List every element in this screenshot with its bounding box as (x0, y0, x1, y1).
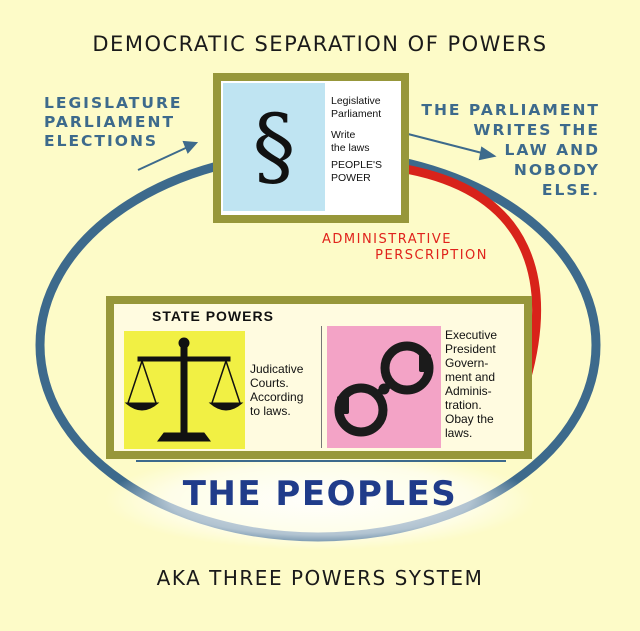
judicative-text: Judicative Courts. According to laws. (250, 362, 320, 418)
legislative-line: Write (331, 129, 356, 141)
right-label-line: THE PARLIAMENT (421, 101, 600, 119)
legislative-line: the laws (331, 142, 370, 154)
executive-line: President (445, 342, 496, 356)
executive-line: Obay the (445, 412, 494, 426)
executive-line: Executive (445, 328, 498, 342)
legislature-label: LEGISLATURE PARLIAMENT ELECTIONS (44, 94, 182, 151)
right-label-line: ELSE. (541, 181, 600, 199)
handcuffs-icon (327, 326, 441, 448)
state-powers-title: STATE POWERS (152, 308, 274, 324)
diagram-title: DEMOCRATIC SEPARATION OF POWERS (92, 32, 548, 56)
legislative-box: § Legislative Parliament Write the laws … (213, 73, 409, 223)
diagram-footer: AKA THREE POWERS SYSTEM (156, 566, 484, 590)
right-arrow-icon (407, 133, 497, 161)
the-peoples-label: THE PEOPLES (182, 474, 458, 514)
executive-line: ment and (445, 370, 496, 384)
executive-line: Adminis- (445, 384, 492, 398)
right-label-line: LAW AND (504, 141, 600, 159)
left-label-line: LEGISLATURE (44, 94, 183, 112)
left-arrow-icon (137, 140, 199, 171)
judicative-line: Judicative (250, 362, 304, 376)
left-label-line: PARLIAMENT (44, 113, 176, 131)
paragraph-symbol: § (252, 97, 296, 197)
judicative-line: to laws. (250, 404, 291, 418)
state-powers-box: STATE POWERS Judicative Courts. Accordin… (106, 296, 532, 459)
peoples-divider-line (136, 460, 506, 462)
executive-text: Executive President Govern- ment and Adm… (445, 328, 519, 440)
executive-line: tration. (445, 398, 482, 412)
legislative-text: Legislative Parliament Write the laws PE… (331, 95, 401, 185)
executive-line: laws. (445, 426, 473, 440)
judicative-line: Courts. (250, 376, 289, 390)
paragraph-icon: § (223, 83, 325, 211)
judicative-line: According (250, 390, 304, 404)
executive-line: Govern- (445, 356, 489, 370)
right-label-line: NOBODY (513, 161, 600, 179)
legislative-line: POWER (331, 172, 371, 184)
scales-icon (124, 331, 245, 449)
state-powers-divider (321, 326, 322, 448)
peoples-glow (105, 450, 535, 550)
legislative-line: Legislative (331, 95, 381, 107)
admin-label-line: PERSCRIPTION (375, 248, 488, 263)
left-label-line: ELECTIONS (44, 132, 159, 150)
legislative-line: Parliament (331, 108, 382, 120)
admin-label-line: ADMINISTRATIVE (322, 232, 452, 247)
parliament-writes-label: THE PARLIAMENT WRITES THE LAW AND NOBODY… (421, 100, 600, 200)
administrative-prescription-label: ADMINISTRATIVE PERSCRIPTION (322, 232, 488, 264)
right-label-line: WRITES THE (473, 121, 600, 139)
legislative-line: PEOPLE'S (331, 159, 383, 171)
